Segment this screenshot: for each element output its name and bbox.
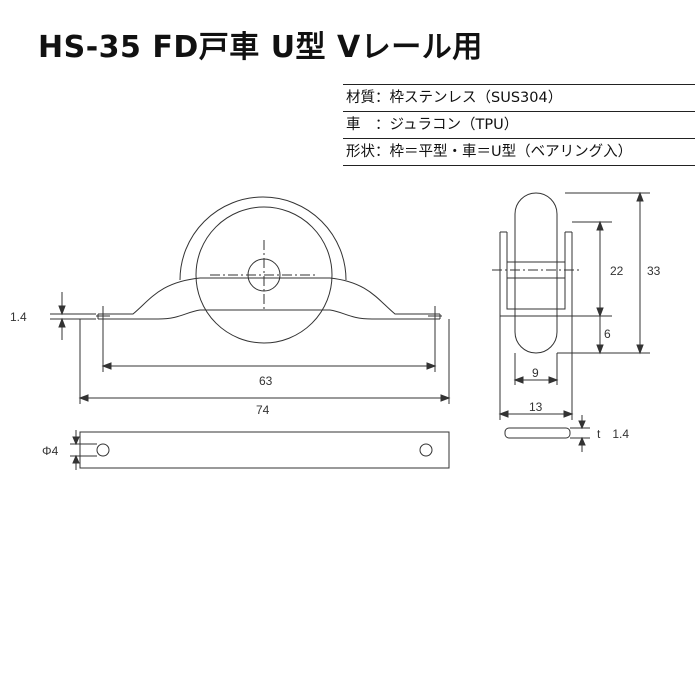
dim-thickness-side: t 1.4 (597, 427, 629, 441)
dim-wheel-width: 9 (532, 366, 539, 380)
plate-view (70, 430, 450, 470)
plate-hole-left (96, 443, 110, 457)
dim-hole-diameter: Φ4 (42, 444, 59, 458)
bracket-inner-edge (98, 309, 440, 320)
spec-shape: 形状：枠＝平型・車＝U型（ベアリング入） (343, 138, 695, 166)
dim-frame-width: 13 (529, 400, 543, 414)
bracket-top-edge (98, 277, 440, 315)
wheel-outer-arc (179, 196, 347, 281)
side-plate (504, 427, 571, 439)
spec-table: 材質：枠ステンレス（SUS304） 車 ：ジュラコン（TPU） 形状：枠＝平型・… (343, 84, 695, 166)
dim-total-length: 74 (256, 403, 270, 417)
side-wheel (514, 192, 558, 354)
dim-total-height: 33 (647, 264, 661, 278)
plate-hole-right (419, 443, 433, 457)
dim-thickness-front: 1.4 (10, 310, 27, 324)
page-title: HS-35 FD戸車 U型 Vレール用 (38, 30, 483, 65)
dim-side-lower: 6 (604, 327, 611, 341)
dim-side-upper: 22 (610, 264, 624, 278)
spec-wheel: 車 ：ジュラコン（TPU） (343, 111, 695, 138)
spec-material: 材質：枠ステンレス（SUS304） (343, 84, 695, 111)
dim-hole-pitch: 63 (259, 374, 273, 388)
side-frame-outer (499, 232, 573, 317)
plate-outline (79, 431, 450, 469)
front-view (50, 196, 451, 404)
side-view (492, 191, 650, 452)
wheel-disc (195, 206, 333, 344)
